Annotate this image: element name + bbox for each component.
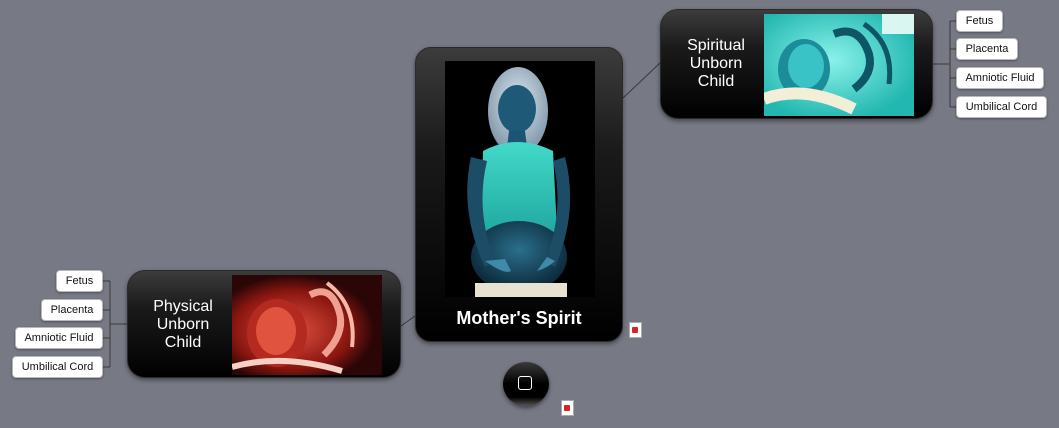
central-topic-label: Mother's Spirit bbox=[456, 308, 582, 328]
physical-unborn-child-topic[interactable]: Physical Unborn Child bbox=[127, 270, 401, 378]
spiritual-unborn-child-label: Spiritual Unborn Child bbox=[687, 37, 745, 90]
physical-unborn-child-label: Physical Unborn Child bbox=[153, 298, 213, 351]
physical-unborn-child-image bbox=[232, 275, 382, 375]
central-topic-image bbox=[445, 61, 595, 297]
pdf-attachment-icon[interactable] bbox=[561, 400, 574, 416]
physical-leaf-placenta[interactable]: Placenta bbox=[41, 299, 103, 321]
spiritual-leaf-placenta[interactable]: Placenta bbox=[956, 38, 1018, 60]
square-icon bbox=[518, 376, 532, 390]
physical-leaf-umbilical-cord[interactable]: Umbilical Cord bbox=[12, 356, 103, 378]
spiritual-leaf-umbilical-cord[interactable]: Umbilical Cord bbox=[956, 96, 1047, 118]
pdf-attachment-icon[interactable] bbox=[629, 322, 642, 338]
central-topic[interactable]: Mother's Spirit bbox=[415, 47, 623, 342]
spiritual-leaf-amniotic-fluid[interactable]: Amniotic Fluid bbox=[956, 67, 1044, 89]
spiritual-unborn-child-topic[interactable]: Spiritual Unborn Child bbox=[660, 9, 933, 119]
floating-topic[interactable] bbox=[503, 362, 549, 406]
spiritual-unborn-child-image bbox=[764, 14, 914, 116]
spiritual-leaf-fetus[interactable]: Fetus bbox=[956, 10, 1003, 32]
physical-leaf-fetus[interactable]: Fetus bbox=[56, 270, 103, 292]
physical-leaf-amniotic-fluid[interactable]: Amniotic Fluid bbox=[15, 327, 103, 349]
